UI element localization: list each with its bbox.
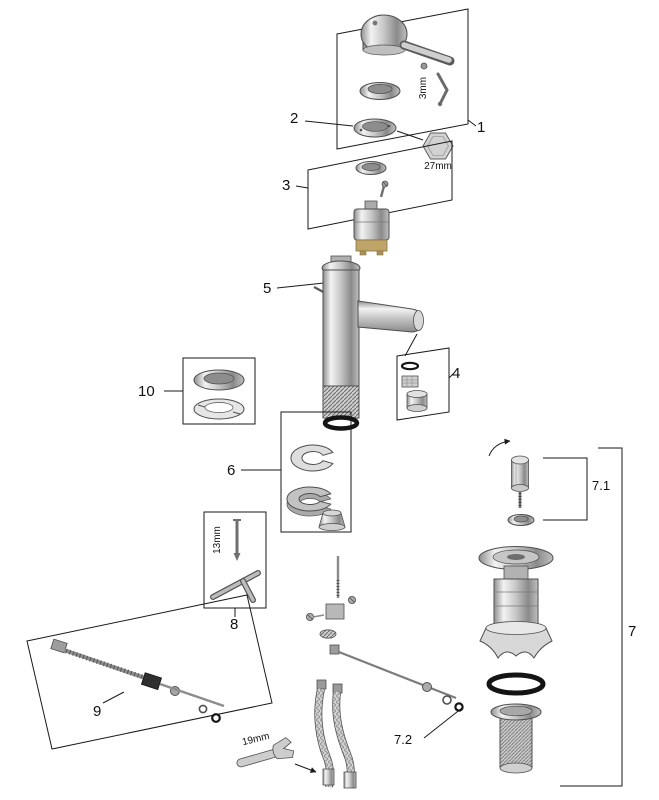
handle-skirt-ring [359,82,401,100]
handle-dome [360,14,455,66]
rod-assembly [50,638,225,723]
set-screw [420,62,428,70]
knurled-ring [319,629,337,639]
supply-hoses [314,679,357,789]
hex-key-icon [436,72,449,107]
part6-mounting-hardware [241,411,360,533]
part2-escutcheon-ring [304,118,424,141]
metal-horseshoe-washer [290,444,334,472]
part7-2-pivot-rod-group [305,556,464,739]
clamp-crown [479,621,553,659]
hose-fittings [322,768,357,789]
rod-clamp-block [305,596,356,622]
spout [357,300,424,333]
cartridge-screw [379,180,389,198]
cartridge [353,200,390,256]
hex-nut-27mm-icon [422,132,454,160]
part-label-2: 2 [290,110,299,127]
drain-o-ring [486,672,546,696]
cartridge-ring [355,161,387,175]
part-label-7: 7 [628,623,637,640]
part10-trim-rings [164,357,256,425]
tee-wrench [210,570,261,603]
spout-end [413,310,424,331]
part7-bracket [560,447,623,787]
wrench-19mm-icon [236,737,295,768]
mounting-nut [318,509,346,531]
pivot-rod [329,644,464,712]
part-label-10: 10 [138,383,155,400]
body-o-ring [322,415,360,431]
part9-box [26,594,273,750]
aerator-shell [406,390,428,412]
drain-body [493,578,539,625]
part9-extension-rod [26,594,273,750]
pivot-washer [442,695,452,705]
lift-knob [511,455,529,508]
part7-1-plug-group [488,438,588,526]
part7-1-bracket [543,457,588,521]
part-label-5: 5 [263,280,272,297]
part-label-8: 8 [230,616,239,633]
part1-box [336,8,469,150]
part-label-6: 6 [227,462,236,479]
part3-cartridge-assembly [295,140,453,256]
part-label-1: 1 [477,119,486,136]
part8-socket-tool [203,511,267,617]
rod-washer [198,704,208,714]
dim-label-3mm: 3mm [418,76,429,100]
pivot-o-ring [454,702,464,712]
part7-drain-assembly [478,438,623,787]
part5-faucet-body [276,255,424,419]
part4-aerator-assembly [396,333,454,421]
part4-box [396,347,450,421]
tailpiece [490,703,542,774]
plastic-horseshoe-clamp [286,486,332,517]
threaded-stud [233,519,241,561]
plug-washer [507,514,535,526]
drain-flange [478,546,554,580]
part-label-4: 4 [452,365,461,382]
part-label-9: 9 [93,703,102,720]
wrench-arrow [294,763,317,773]
rotate-arrow-icon [488,438,511,457]
part1-handle-assembly [336,8,477,150]
knurled-shank [322,385,360,419]
part-label-7-2: 7.2 [394,732,413,747]
aerator-o-ring [400,361,420,371]
aerator-insert [401,375,419,388]
dim-label-27mm: 27mm [424,161,452,172]
part6-box [280,411,352,533]
part-label-7-1: 7.1 [592,478,611,493]
part3-box [307,140,453,230]
part-label-3: 3 [282,177,291,194]
rod-o-ring [211,713,221,723]
dim-label-13mm: 13mm [212,526,223,554]
